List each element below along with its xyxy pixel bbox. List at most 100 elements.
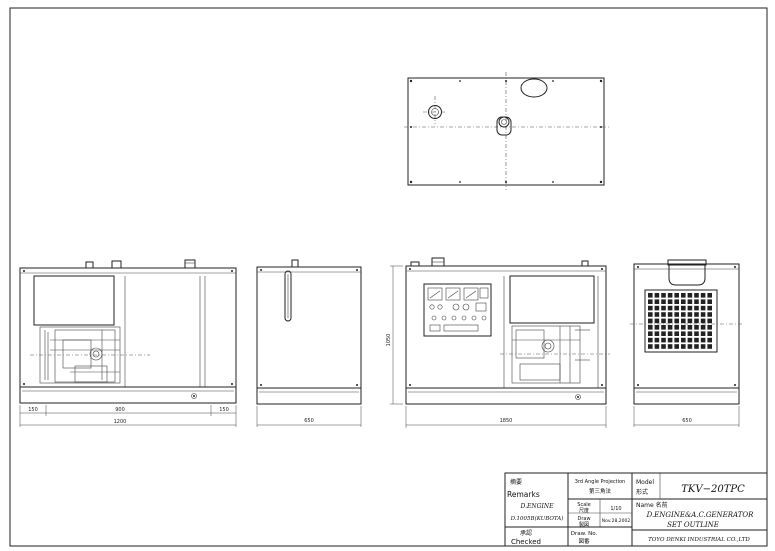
grille-cell [681, 337, 686, 343]
grille-cell [707, 312, 712, 317]
grille-cell [654, 318, 660, 324]
grille-cell [674, 344, 679, 349]
scale-jp: 尺度 [579, 507, 589, 514]
grille-cell [687, 331, 693, 336]
drawno-label: Draw. No. [571, 531, 598, 537]
grille-cell [674, 312, 679, 317]
draw-label: Draw [577, 516, 590, 522]
grille-cell [687, 344, 693, 349]
cap-icon [428, 105, 442, 119]
grille-cell [681, 293, 686, 298]
grille-cell [687, 305, 693, 311]
grille-cell [667, 337, 673, 343]
grille-cell [681, 331, 686, 336]
grille-cell [707, 318, 712, 324]
front-view-left: 150 900 150 1200 [19, 259, 237, 427]
sheet-border [9, 7, 768, 547]
grille-cell [687, 312, 693, 317]
model-label: Model [636, 479, 654, 486]
grille-cell [687, 318, 693, 324]
grille-cell [700, 344, 706, 349]
grille-cell [694, 325, 699, 330]
draw-jp: 製図 [579, 521, 589, 528]
grille-cell [674, 331, 679, 336]
grille-cell [667, 299, 673, 304]
grille-cell [687, 299, 693, 304]
grille-cell [654, 293, 660, 298]
grille-cell [707, 337, 712, 343]
checked-label: Checked [511, 538, 541, 546]
grille-cell [674, 325, 679, 330]
grille-cell [674, 337, 679, 343]
dim-150-left: 150 [28, 407, 38, 413]
grille-cell [661, 318, 666, 324]
model-value: TKV−20TPC [681, 484, 745, 495]
projection-label: 3rd Angle Projection [575, 479, 625, 485]
grille-cell [648, 331, 653, 336]
side-view-left: 650 [256, 259, 362, 427]
grille-cell [648, 305, 653, 311]
grille-cell [648, 299, 653, 304]
grille-cell [667, 318, 673, 324]
grille-cell [707, 293, 712, 298]
grille-cell [681, 344, 686, 349]
filler-oval-icon [520, 78, 548, 98]
remarks-label: Remarks [507, 490, 540, 499]
grille-cell [648, 344, 653, 349]
grille-cell [707, 344, 712, 349]
title-block: 摘要 Remarks D.ENGINE D.1005B(KUBOTA) 3rd … [504, 472, 768, 547]
scale-label: Scale [577, 502, 590, 508]
grille-cell [661, 325, 666, 330]
grille-cell [648, 318, 653, 324]
grille-cell [694, 305, 699, 311]
grille-cell [667, 344, 673, 349]
grille-cell [648, 312, 653, 317]
grille-cell [700, 325, 706, 330]
grille-cell [694, 344, 699, 349]
grille-cell [674, 305, 679, 311]
grille-cell [707, 331, 712, 336]
grille-cell [648, 337, 653, 343]
grille-cell [654, 331, 660, 336]
grille-cell [694, 299, 699, 304]
side-view-right: 650 [630, 259, 742, 427]
grille-cell [654, 312, 660, 317]
grille-cell [661, 337, 666, 343]
grille-cell [694, 318, 699, 324]
grille-cell [700, 337, 706, 343]
grille-cell [674, 293, 679, 298]
level-gauge-icon [284, 270, 292, 322]
remarks-jp: 摘要 [510, 478, 522, 486]
name-label: Name 名前 [636, 501, 668, 509]
grille-cell [694, 331, 699, 336]
grille-cell [681, 312, 686, 317]
grille-cell [667, 331, 673, 336]
grille-cell [694, 312, 699, 317]
grille-cell [661, 312, 666, 317]
name-line-1: D.ENGINE&A.C.GENERATOR [646, 511, 755, 519]
grille-cell [700, 318, 706, 324]
radiator-grille [644, 289, 718, 353]
grille-cell [654, 325, 660, 330]
top-view [404, 72, 610, 190]
grille-cell [654, 337, 660, 343]
grille-cell [648, 293, 653, 298]
grille-cell [661, 305, 666, 311]
grille-cell [674, 299, 679, 304]
company-name: TOYO DENKI INDUSTRIAL CO.,LTD [648, 537, 750, 543]
remarks-engine: D.ENGINE [520, 503, 555, 510]
grille-cell [661, 299, 666, 304]
dim-650-left: 650 [304, 418, 314, 424]
name-line-2: SET OUTLINE [667, 521, 719, 529]
remarks-engine-model: D.1005B(KUBOTA) [510, 515, 564, 522]
grille-cell [681, 305, 686, 311]
grille-cell [694, 293, 699, 298]
grille-cell [707, 325, 712, 330]
grille-cell [681, 318, 686, 324]
checked-jp: 承認 [520, 529, 532, 537]
draw-date: Nov.28,2002 [602, 518, 631, 524]
grille-cell [654, 299, 660, 304]
grille-cell [661, 331, 666, 336]
dim-650-right: 650 [682, 418, 692, 424]
